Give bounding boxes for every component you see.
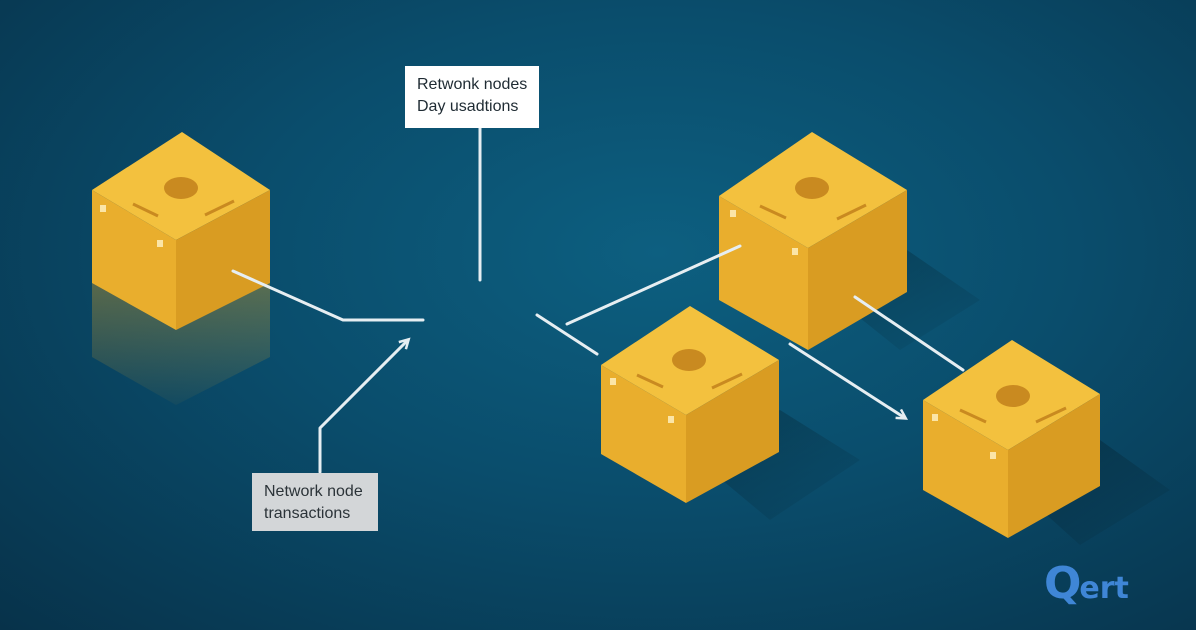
connector-top-right-to-bottom-right bbox=[853, 295, 965, 372]
brand-logo-text: ert bbox=[1079, 571, 1129, 606]
label-network-nodes-line1: Retwonk nodes bbox=[417, 76, 528, 93]
node-box-left bbox=[92, 132, 270, 405]
connector-bottom-label-arrow bbox=[318, 337, 411, 474]
label-network-nodes: Retwonk nodes Day usadtions bbox=[405, 66, 539, 128]
label-node-transactions: Network node transactions bbox=[252, 473, 378, 531]
node-box-bottom-right bbox=[923, 340, 1170, 545]
brand-logo-q: Q bbox=[1044, 558, 1082, 609]
label-network-nodes-line2: Day usadtions bbox=[417, 98, 519, 115]
connector-to-top-right-box bbox=[565, 244, 742, 326]
label-node-transactions-line2: transactions bbox=[264, 505, 351, 522]
connector-center-right bbox=[535, 313, 599, 356]
node-box-bottom-middle bbox=[601, 306, 860, 520]
connector-left-box bbox=[231, 269, 425, 322]
label-node-transactions-line1: Network node bbox=[264, 483, 363, 500]
connector-arrow-to-bottom-right bbox=[788, 342, 909, 420]
brand-logo: Q ert bbox=[1044, 558, 1129, 606]
node-box-top-right bbox=[719, 132, 980, 350]
connectors bbox=[231, 126, 965, 474]
